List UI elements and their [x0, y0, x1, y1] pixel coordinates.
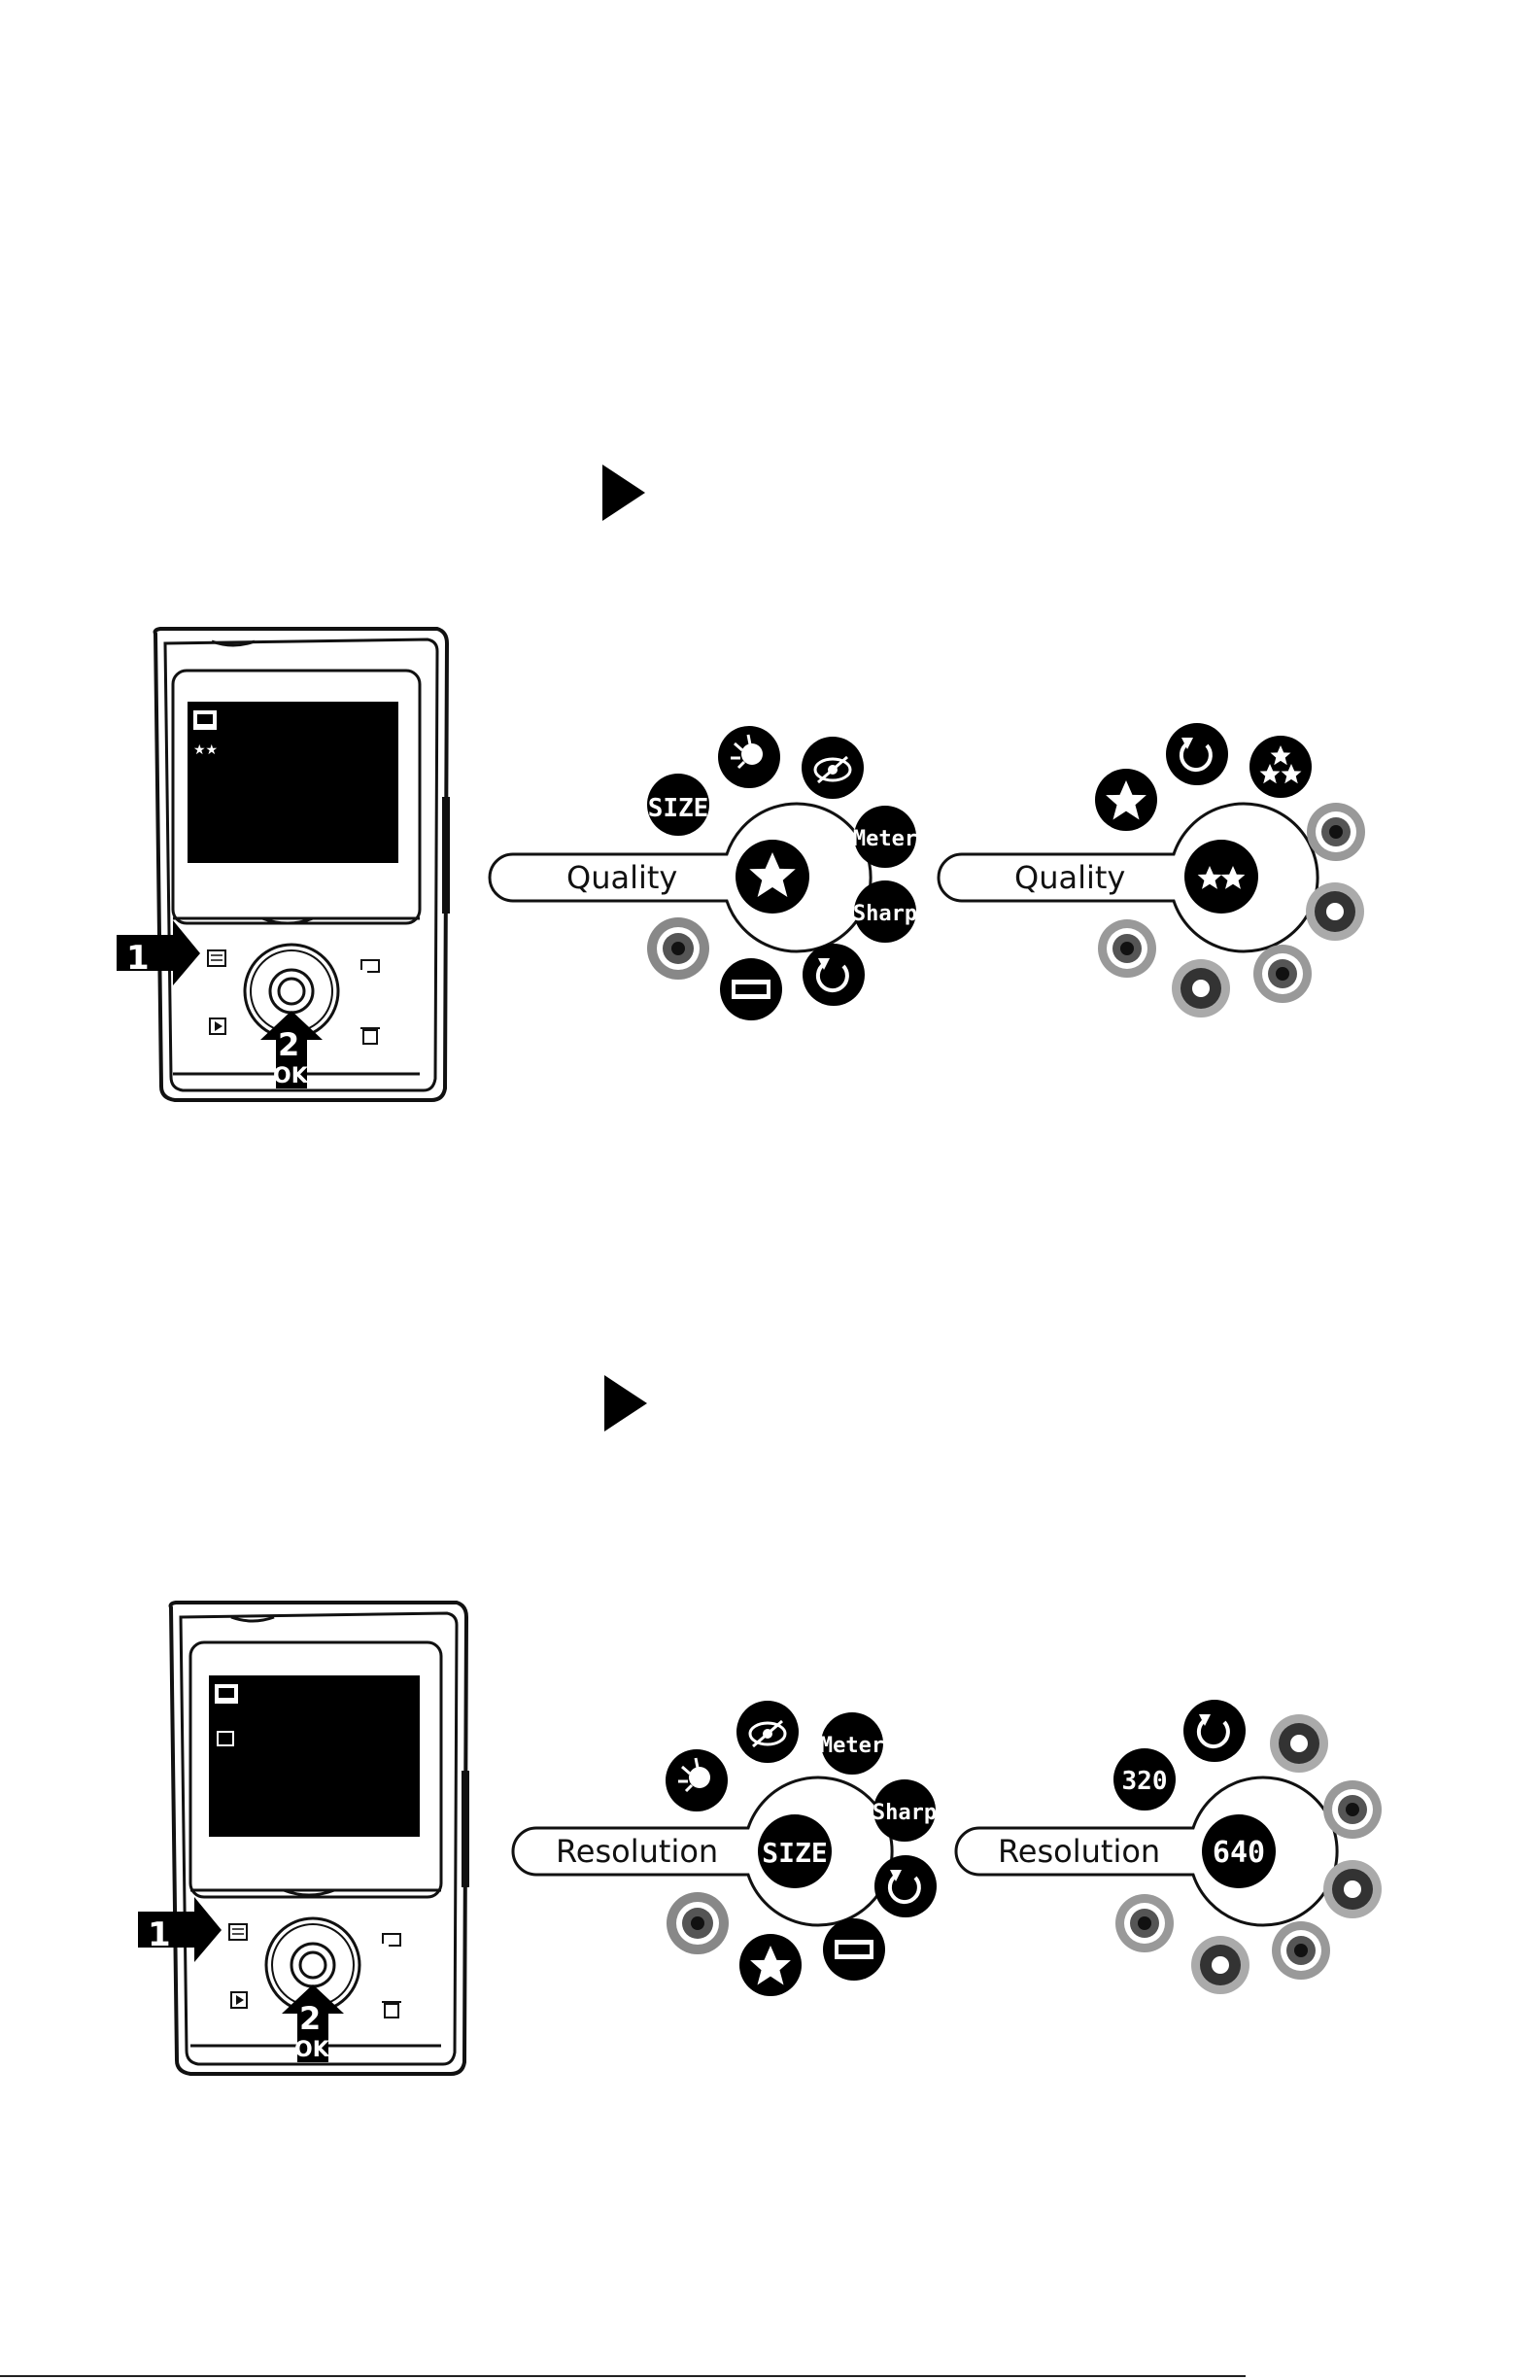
inactive-ring-icon: [1115, 1894, 1174, 1952]
red-eye-icon[interactable]: [736, 1701, 799, 1763]
option-label-resolution: Resolution: [998, 1833, 1160, 1870]
resolution-320-option[interactable]: 320: [1113, 1748, 1176, 1811]
size-center-icon[interactable]: SIZE: [758, 1814, 832, 1888]
quality-star-icon[interactable]: [739, 1934, 802, 1996]
play-arrow-icon: [602, 465, 645, 521]
quality-one-star-option[interactable]: [1095, 769, 1157, 831]
film-strip-icon[interactable]: [823, 1918, 885, 1981]
rotate-icon[interactable]: [1183, 1700, 1246, 1762]
menu-label-quality: Quality: [566, 859, 677, 896]
inactive-dot-icon: [1270, 1714, 1328, 1773]
inactive-ring-icon: [1253, 945, 1312, 1003]
camera-screen: [188, 702, 398, 863]
svg-text:OK: OK: [273, 1064, 309, 1088]
resolution-option-wheel: Resolution 640 320: [956, 1700, 1382, 1994]
svg-text:Meter: Meter: [853, 827, 917, 851]
inactive-ring-icon: [1307, 803, 1365, 861]
red-eye-icon[interactable]: [802, 737, 864, 799]
inactive-ring-icon: [1272, 1921, 1330, 1980]
svg-text:Sharp: Sharp: [853, 902, 917, 926]
ok-button[interactable]: [291, 1944, 334, 1986]
svg-text:2: 2: [299, 2000, 321, 2037]
svg-text:Meter: Meter: [820, 1734, 884, 1758]
inactive-dot-icon: [1191, 1936, 1249, 1994]
footer-rule: [0, 2375, 1246, 2377]
svg-text:320: 320: [1122, 1767, 1168, 1796]
light-bulb-icon[interactable]: [718, 726, 780, 788]
section-quality: ★★ 1: [117, 465, 1365, 1100]
rotate-icon[interactable]: [874, 1855, 937, 1917]
inactive-ring-icon: [1098, 919, 1156, 978]
quality-stars-indicator: ★★: [193, 742, 218, 758]
quality-option-wheel: Quality: [939, 723, 1365, 1018]
rotate-icon[interactable]: [803, 944, 865, 1006]
svg-text:Sharp: Sharp: [873, 1801, 937, 1825]
svg-text:SIZE: SIZE: [648, 794, 709, 823]
inactive-ring-icon: [667, 1892, 729, 1954]
size-icon[interactable]: SIZE: [647, 774, 709, 836]
svg-text:SIZE: SIZE: [762, 1837, 827, 1869]
svg-text:2: 2: [278, 1026, 299, 1063]
svg-text:640: 640: [1213, 1836, 1265, 1870]
film-strip-icon[interactable]: [720, 958, 782, 1020]
option-label-quality: Quality: [1014, 859, 1125, 896]
inactive-dot-icon: [1323, 1860, 1382, 1918]
light-bulb-icon[interactable]: [666, 1749, 728, 1811]
quality-menu-wheel: Quality SIZE Meter: [490, 726, 917, 1020]
svg-text:1: 1: [148, 1915, 171, 1954]
section-resolution: 1 2 OK Resolution SIZE: [138, 1375, 1382, 2074]
inactive-dot-icon: [1306, 882, 1364, 941]
resolution-640-option[interactable]: 640: [1202, 1814, 1276, 1888]
meter-icon[interactable]: Meter: [820, 1712, 884, 1775]
play-arrow-icon: [604, 1375, 647, 1431]
camera-screen: [209, 1675, 420, 1837]
inactive-ring-icon: [647, 917, 709, 980]
ok-button[interactable]: [270, 970, 313, 1013]
inactive-dot-icon: [1172, 959, 1230, 1018]
inactive-ring-icon: [1323, 1780, 1382, 1839]
svg-text:1: 1: [126, 939, 150, 978]
svg-text:OK: OK: [294, 2038, 330, 2062]
rotate-icon[interactable]: [1166, 723, 1228, 785]
resolution-menu-wheel: Resolution SIZE Meter S: [513, 1701, 937, 1996]
quality-two-star-option[interactable]: [1184, 840, 1258, 914]
quality-three-star-option[interactable]: [1249, 736, 1312, 798]
menu-label-resolution: Resolution: [556, 1833, 718, 1870]
